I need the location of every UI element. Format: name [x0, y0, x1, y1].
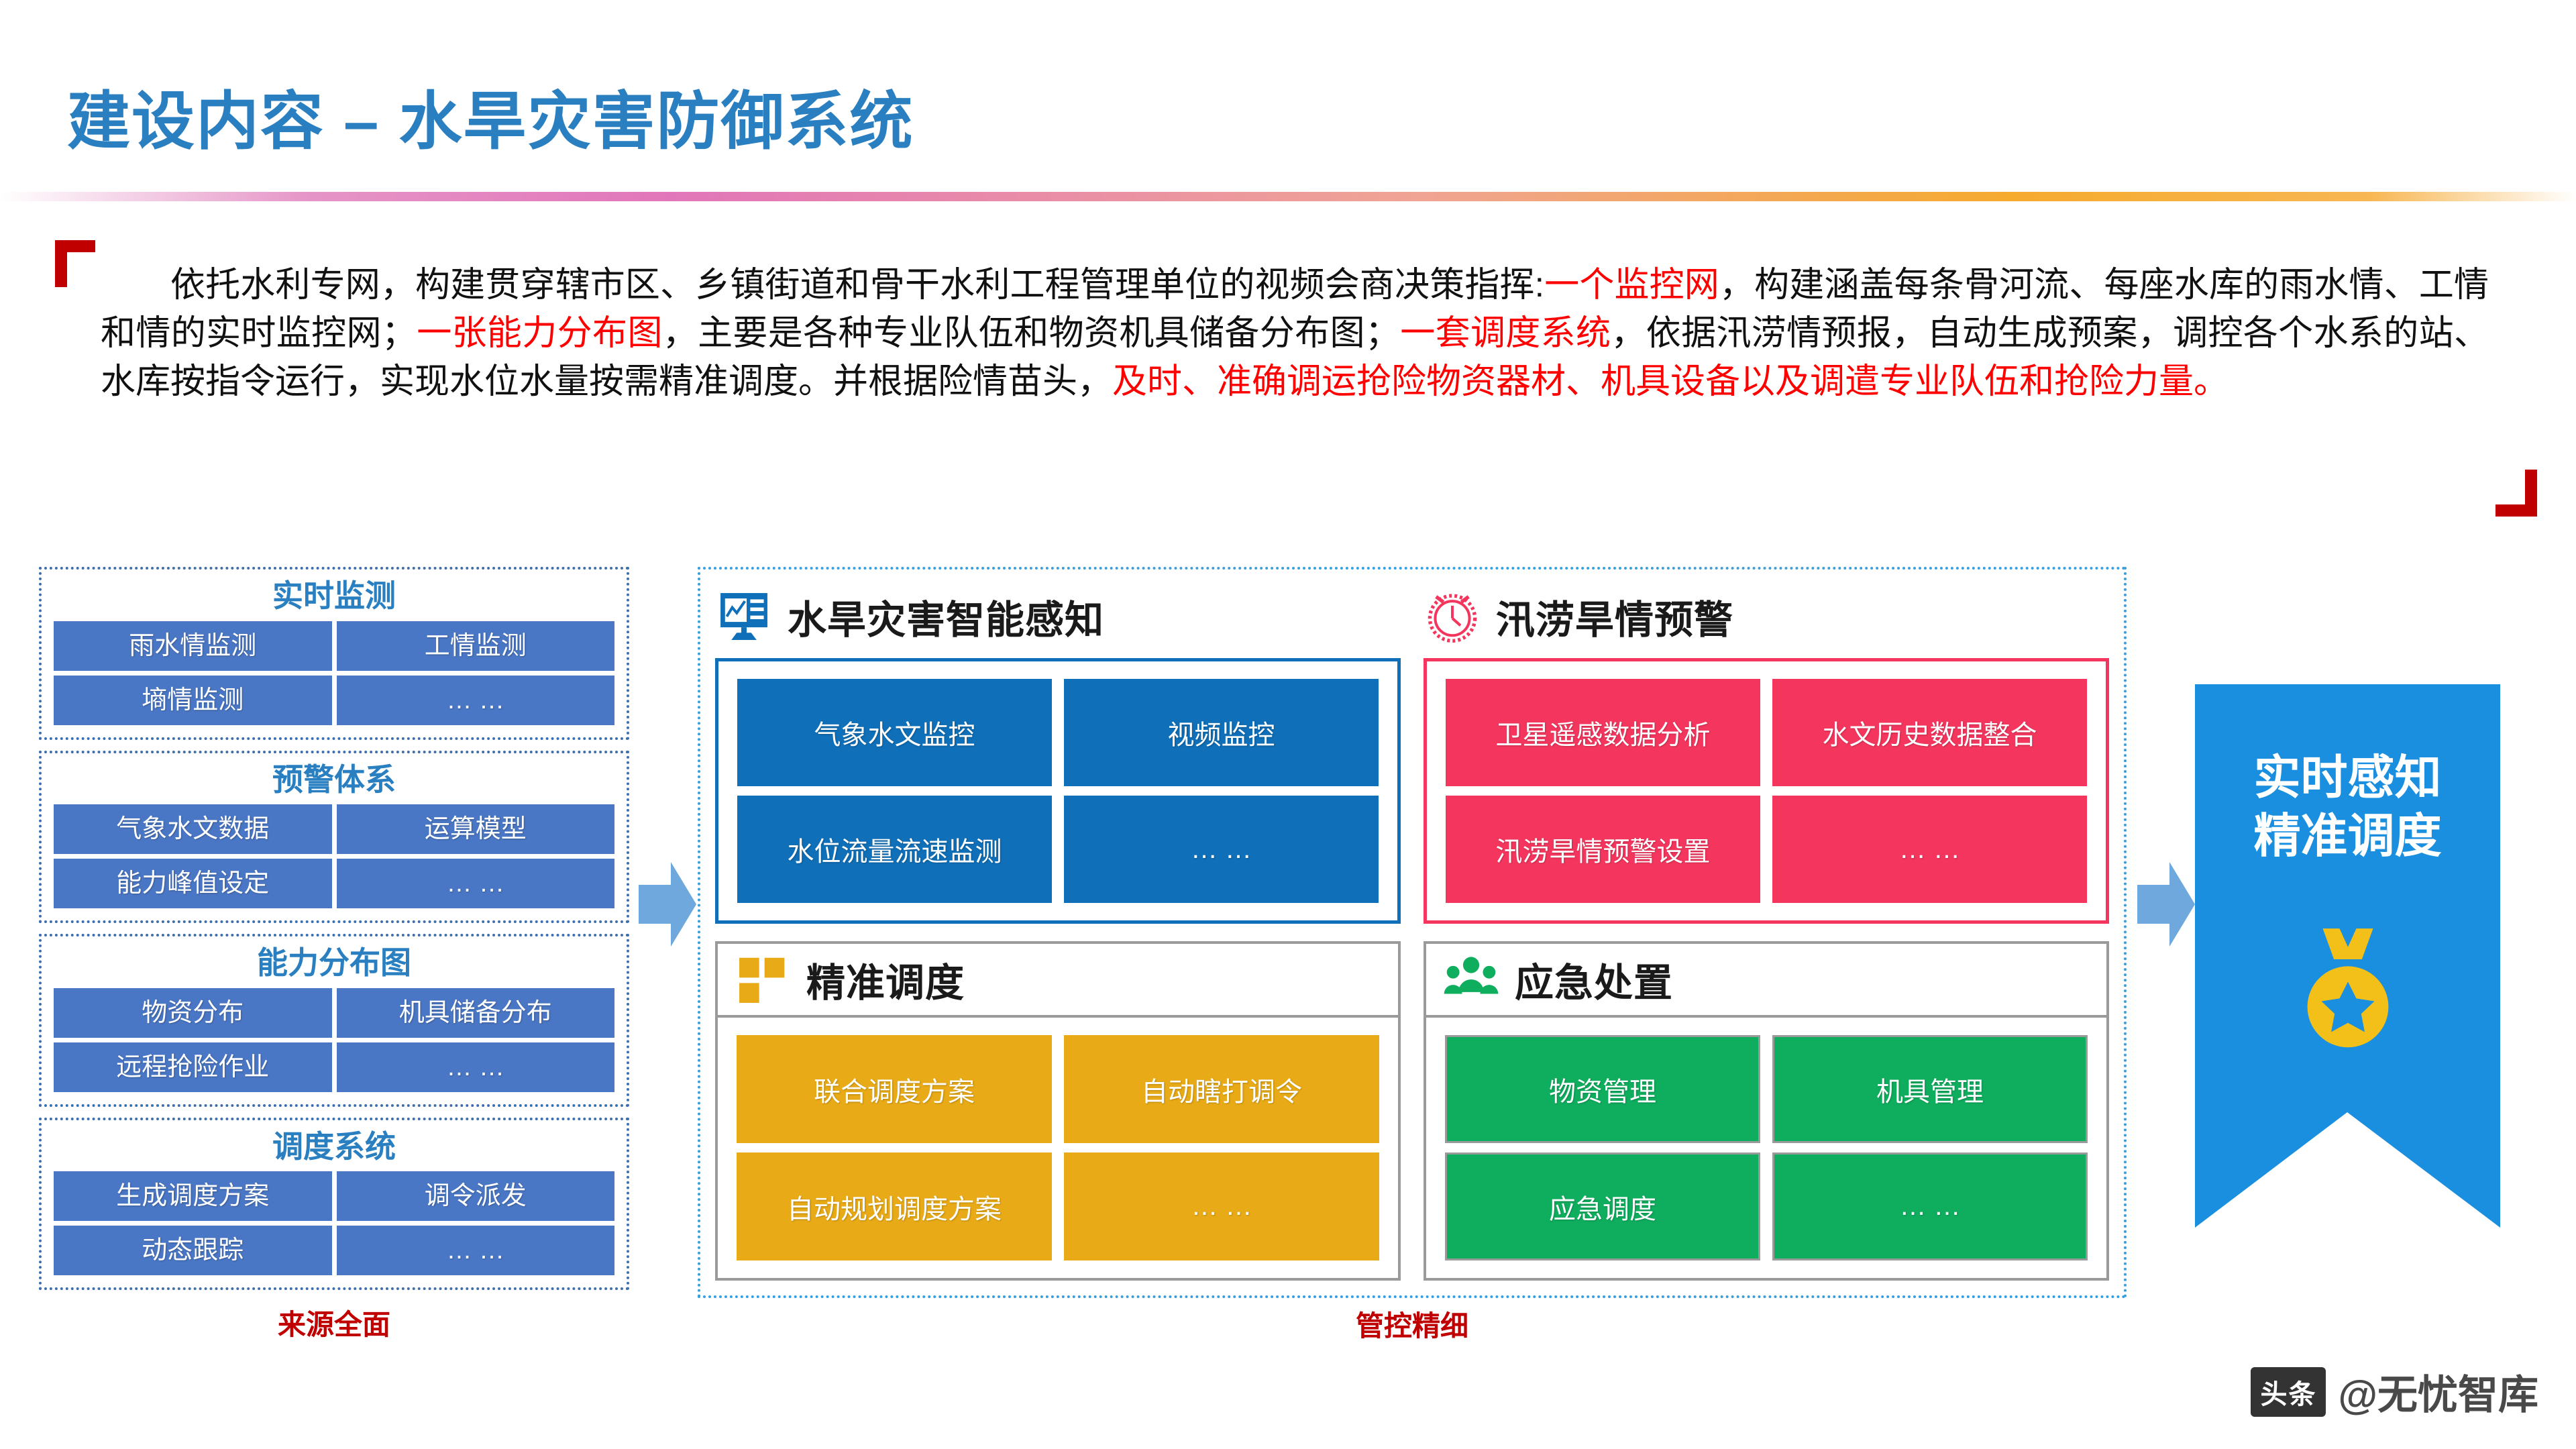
panel-cell[interactable]: 机具管理 — [1772, 1035, 2088, 1143]
corner-mark-top-left — [55, 240, 95, 287]
arrow-right-icon — [639, 862, 696, 947]
panel-cell[interactable]: … … — [1772, 1152, 2088, 1260]
left-box-grid: 物资分布 机具储备分布 远程抢险作业 … … — [54, 987, 614, 1092]
panel-cell[interactable]: 自动瞎打调令 — [1064, 1035, 1379, 1143]
left-column-footer: 来源全面 — [277, 1309, 390, 1341]
middle-panel-grid: 水旱灾害智能感知 气象水文监控 视频监控 水位流量流速监测 … … — [715, 584, 2109, 1281]
page-title: 建设内容 – 水旱灾害防御系统 — [67, 86, 914, 156]
para-highlight-2: 一张能力分布图 — [416, 313, 663, 353]
panel-body: 卫星遥感数据分析 水文历史数据整合 汛涝旱情预警设置 … … — [1424, 658, 2109, 924]
monitor-chart-icon — [715, 588, 773, 645]
para-highlight-1: 一个监控网 — [1544, 266, 1719, 305]
watermark-text: @无忧智库 — [2338, 1373, 2538, 1417]
left-box-dispatch-system: 调度系统 生成调度方案 调令派发 动态跟踪 … … — [39, 1117, 629, 1291]
left-cell[interactable]: 调令派发 — [336, 1171, 614, 1222]
panel-cell[interactable]: 联合调度方案 — [737, 1035, 1052, 1143]
panel-header: 水旱灾害智能感知 — [715, 584, 1401, 649]
left-cell[interactable]: … … — [336, 859, 614, 909]
para-seg-2: ，构建涵盖每条骨河流、每座水库的雨水情、工情和情的实时监控网； — [101, 266, 2489, 353]
medal-star-icon — [2291, 926, 2405, 1060]
left-cell[interactable]: 能力峰值设定 — [54, 859, 332, 909]
ribbon-banner: 实时感知 精准调度 — [2195, 684, 2500, 1228]
panel-precise-dispatch: 精准调度 联合调度方案 自动瞎打调令 自动规划调度方案 … … — [715, 941, 1401, 1281]
title-divider — [0, 192, 2576, 201]
ribbon-line-1: 实时感知 — [2253, 751, 2442, 804]
left-box-grid: 生成调度方案 调令派发 动态跟踪 … … — [54, 1171, 614, 1276]
left-box-title: 实时监测 — [272, 578, 396, 613]
left-box-grid: 雨水情监测 工情监测 墒情监测 … … — [54, 621, 614, 725]
left-cell[interactable]: 工情监测 — [336, 621, 614, 671]
panel-body: 气象水文监控 视频监控 水位流量流速监测 … … — [715, 658, 1401, 924]
panel-cell[interactable]: … … — [1064, 1152, 1379, 1260]
panel-emergency-response: 应急处置 物资管理 机具管理 应急调度 … … — [1424, 941, 2109, 1281]
middle-footer: 管控精细 — [1355, 1310, 1468, 1342]
left-cell[interactable]: 墒情监测 — [54, 675, 332, 725]
left-cell[interactable]: 雨水情监测 — [54, 621, 332, 671]
content-band: 实时监测 雨水情监测 工情监测 墒情监测 … … 预警体系 气象水文数据 运算模… — [0, 567, 2576, 1345]
ribbon-line-2: 精准调度 — [2253, 809, 2442, 862]
panel-cell[interactable]: 水文历史数据整合 — [1772, 679, 2087, 786]
para-seg-1: 依托水利专网，构建贯穿辖市区、乡镇街道和骨干水利工程管理单位的视频会商决策指挥: — [170, 266, 1545, 305]
watermark: 头条 @无忧智库 — [2251, 1362, 2538, 1421]
left-cell[interactable]: … … — [336, 1226, 614, 1276]
left-cell[interactable]: 生成调度方案 — [54, 1171, 332, 1222]
panel-cell[interactable]: 水位流量流速监测 — [737, 796, 1052, 903]
left-cell[interactable]: … … — [336, 675, 614, 725]
ribbon-text: 实时感知 精准调度 — [2195, 749, 2500, 865]
panel-cell-grid: 卫星遥感数据分析 水文历史数据整合 汛涝旱情预警设置 … … — [1446, 679, 2087, 903]
corner-mark-bottom-right — [2496, 470, 2537, 517]
panel-header: 精准调度 — [715, 941, 1401, 1015]
left-cell[interactable]: 运算模型 — [336, 804, 614, 855]
panel-title: 应急处置 — [1515, 961, 1674, 1005]
panel-title: 汛涝旱情预警 — [1496, 598, 1734, 642]
middle-panel-container: 水旱灾害智能感知 气象水文监控 视频监控 水位流量流速监测 … … — [698, 567, 2127, 1298]
panel-title: 水旱灾害智能感知 — [788, 598, 1105, 642]
panel-cell[interactable]: 物资管理 — [1445, 1035, 1760, 1143]
left-cell[interactable]: … … — [336, 1042, 614, 1092]
panel-cell-grid: 气象水文监控 视频监控 水位流量流速监测 … … — [737, 679, 1379, 903]
panel-cell[interactable]: 汛涝旱情预警设置 — [1446, 796, 1760, 903]
left-box-title: 能力分布图 — [257, 945, 411, 981]
panel-cell-grid: 物资管理 机具管理 应急调度 … … — [1445, 1035, 2088, 1260]
alarm-clock-icon — [1424, 588, 1481, 645]
panel-cell[interactable]: 卫星遥感数据分析 — [1446, 679, 1760, 786]
para-seg-3: ，主要是各种专业队伍和物资机具储备分布图； — [662, 313, 1400, 353]
left-box-grid: 气象水文数据 运算模型 能力峰值设定 … … — [54, 804, 614, 909]
panel-cell[interactable]: 自动规划调度方案 — [737, 1152, 1052, 1260]
left-box-warning-system: 预警体系 气象水文数据 运算模型 能力峰值设定 … … — [39, 750, 629, 924]
panel-header: 汛涝旱情预警 — [1424, 584, 2109, 649]
left-cell[interactable]: 气象水文数据 — [54, 804, 332, 855]
left-box-title: 预警体系 — [272, 761, 396, 797]
people-group-icon — [1442, 951, 1500, 1008]
panel-body: 物资管理 机具管理 应急调度 … … — [1424, 1015, 2109, 1281]
para-seg-4: ，依据汛涝情预报，自动生成预案，调控各个水系的站、水库按指令运行，实现水位水量按… — [101, 313, 2489, 401]
body-paragraph: 依托水利专网，构建贯穿辖市区、乡镇街道和骨干水利工程管理单位的视频会商决策指挥:… — [101, 262, 2489, 410]
arrow-right-icon — [2137, 862, 2195, 947]
panel-cell[interactable]: 气象水文监控 — [737, 679, 1052, 786]
panel-flood-drought-warning: 汛涝旱情预警 卫星遥感数据分析 水文历史数据整合 汛涝旱情预警设置 … … — [1424, 584, 2109, 924]
watermark-badge: 头条 — [2251, 1366, 2326, 1417]
blocks-icon — [734, 951, 792, 1008]
left-column: 实时监测 雨水情监测 工情监测 墒情监测 … … 预警体系 气象水文数据 运算模… — [39, 567, 629, 1343]
panel-cell[interactable]: … … — [1772, 796, 2087, 903]
para-highlight-4: 及时、准确调运抢险物资器材、机具设备以及调遣专业队伍和抢险力量。 — [1112, 362, 2229, 401]
left-box-realtime-monitoring: 实时监测 雨水情监测 工情监测 墒情监测 … … — [39, 567, 629, 740]
left-cell[interactable]: 物资分布 — [54, 987, 332, 1038]
panel-cell-grid: 联合调度方案 自动瞎打调令 自动规划调度方案 … … — [737, 1035, 1379, 1260]
panel-body: 联合调度方案 自动瞎打调令 自动规划调度方案 … … — [715, 1015, 1401, 1281]
panel-title: 精准调度 — [806, 961, 965, 1005]
panel-smart-sensing: 水旱灾害智能感知 气象水文监控 视频监控 水位流量流速监测 … … — [715, 584, 1401, 924]
panel-cell[interactable]: … … — [1064, 796, 1379, 903]
panel-header: 应急处置 — [1424, 941, 2109, 1015]
left-cell[interactable]: 机具储备分布 — [336, 987, 614, 1038]
left-cell[interactable]: 动态跟踪 — [54, 1226, 332, 1276]
panel-cell[interactable]: 应急调度 — [1445, 1152, 1760, 1260]
left-box-capability-map: 能力分布图 物资分布 机具储备分布 远程抢险作业 … … — [39, 934, 629, 1107]
para-highlight-3: 一套调度系统 — [1399, 313, 1611, 353]
left-cell[interactable]: 远程抢险作业 — [54, 1042, 332, 1092]
left-box-title: 调度系统 — [272, 1128, 396, 1164]
panel-cell[interactable]: 视频监控 — [1064, 679, 1379, 786]
